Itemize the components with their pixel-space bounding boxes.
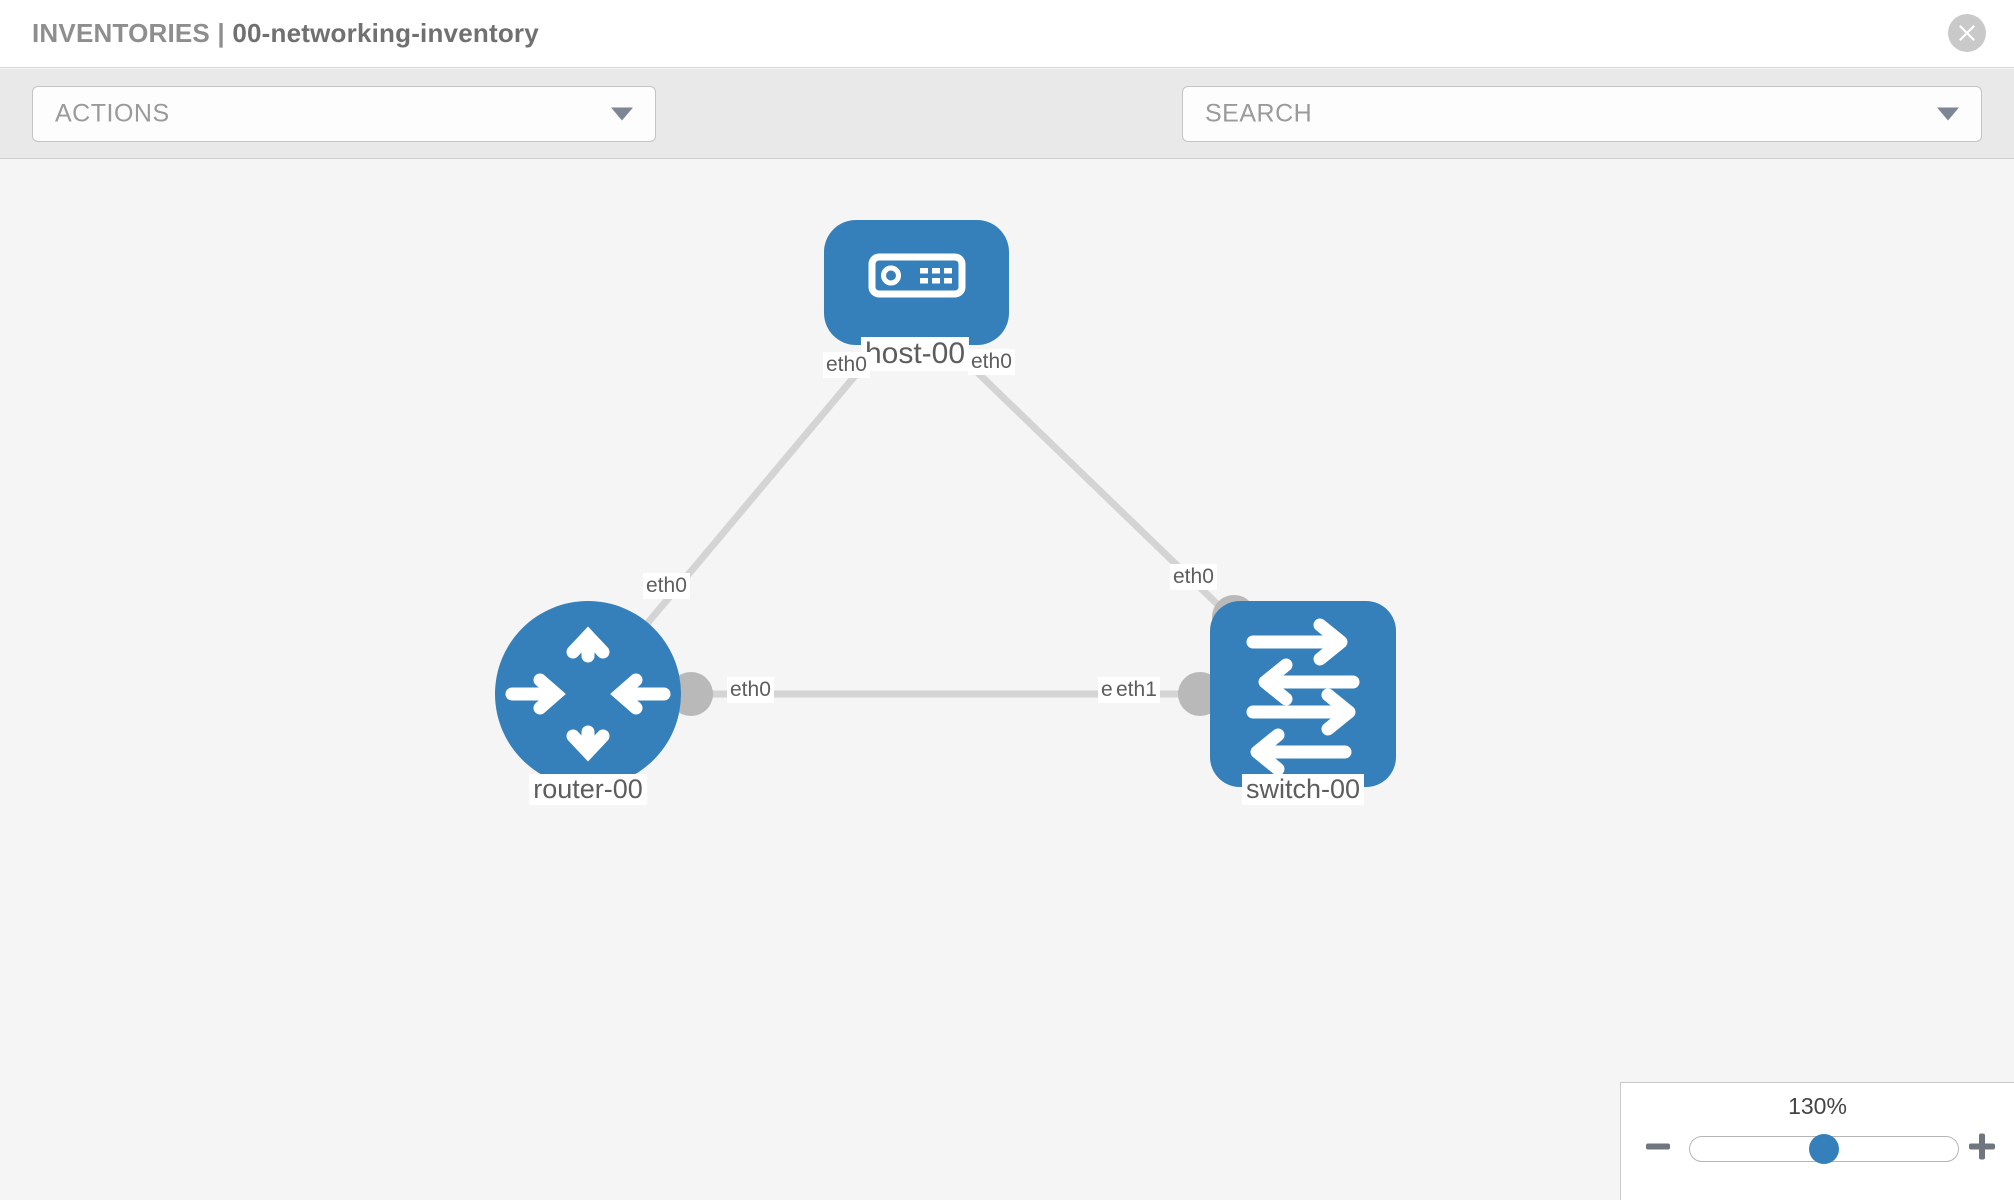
zoom-slider-thumb[interactable] — [1809, 1134, 1839, 1164]
node-label-switch-00: switch-00 — [1241, 774, 1365, 805]
interface-label-switch00-left-b: eth1 — [1113, 677, 1160, 704]
interface-label-router00-top: eth0 — [643, 573, 690, 600]
edge-group — [622, 343, 1250, 698]
node-router-00[interactable] — [495, 601, 681, 787]
interface-label-switch00-top: eth0 — [1170, 564, 1217, 591]
chevron-down-icon — [1937, 107, 1959, 121]
minus-icon[interactable] — [1645, 1134, 1671, 1165]
interface-connector-group — [669, 316, 1256, 716]
plus-icon[interactable] — [1968, 1133, 1996, 1166]
topology-graph — [495, 220, 1396, 787]
page-title-prefix: INVENTORIES — [32, 18, 210, 48]
page-title: INVENTORIES | 00-networking-inventory — [32, 18, 539, 49]
node-label-router-00: router-00 — [529, 774, 647, 805]
close-icon[interactable] — [1948, 14, 1986, 52]
node-label-host-00: host-00 — [860, 337, 970, 371]
search-placeholder: SEARCH — [1205, 99, 1313, 128]
edge-host00-router00 — [622, 343, 883, 653]
node-switch-00[interactable] — [1210, 601, 1396, 787]
zoom-slider-row — [1621, 1129, 2014, 1169]
zoom-slider[interactable] — [1689, 1134, 1959, 1164]
page-title-name: 00-networking-inventory — [232, 18, 539, 48]
zoom-level-value: 130% — [1788, 1093, 1847, 1119]
actions-dropdown-label: ACTIONS — [55, 99, 170, 128]
interface-label-router00-right: eth0 — [727, 677, 774, 704]
toolbar: ACTIONS SEARCH — [0, 69, 2014, 196]
search-input[interactable]: SEARCH — [1182, 86, 1982, 142]
page-title-separator: | — [217, 18, 225, 48]
actions-dropdown[interactable]: ACTIONS — [32, 86, 656, 142]
interface-label-host00-right: eth0 — [968, 349, 1015, 376]
title-bar: INVENTORIES | 00-networking-inventory — [0, 0, 2014, 68]
node-host-00[interactable] — [824, 220, 1009, 345]
topology-canvas[interactable]: host-00 router-00 switch-00 eth0 eth0 et… — [0, 160, 2014, 1200]
chevron-down-icon — [611, 107, 633, 121]
zoom-control-panel: 130% — [1620, 1082, 2014, 1200]
interface-label-host00-left: eth0 — [823, 352, 870, 379]
